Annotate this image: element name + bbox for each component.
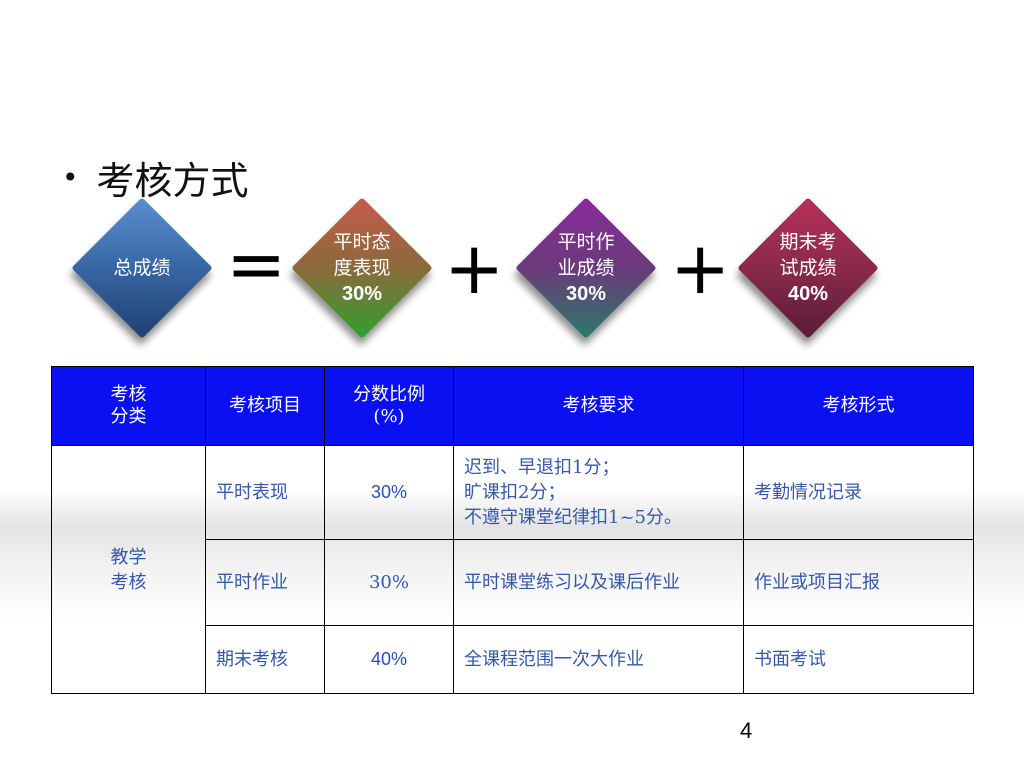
final-line2: 试成绩 (779, 257, 837, 279)
page-number: 4 (740, 718, 753, 743)
plus-sign-1: + (444, 226, 505, 310)
table-row: 教学 考核 平时表现 30% 迟到、早退扣1分； 旷课扣2分； 不遵守课堂纪律扣… (51, 445, 974, 694)
homework-line2: 业成绩 (557, 257, 615, 279)
header-ratio: 分数比例 (%) (324, 366, 454, 446)
header-category: 考核 分类 (51, 366, 206, 446)
bullet-icon: • (62, 161, 79, 194)
homework-percent: 30% (565, 283, 607, 305)
item-cell: 平时表现 (205, 445, 325, 540)
final-line1: 期末考 (779, 231, 837, 253)
item-cell: 期末考核 (205, 625, 325, 694)
table-header-row: 考核 分类 考核项目 分数比例 (%) 考核要求 考核形式 (51, 366, 974, 446)
header-form: 考核形式 (743, 366, 974, 446)
attitude-percent: 30% (341, 283, 383, 305)
category-cell: 教学 考核 (51, 445, 206, 694)
total-score-diamond: 总成绩 (67, 193, 217, 343)
assessment-table: 考核 分类 考核项目 分数比例 (%) 考核要求 考核形式 教学 考核 平时表现… (51, 366, 974, 694)
plus-sign-2: + (670, 226, 731, 310)
table-row: 期末考核 40% 全课程范围一次大作业 书面考试 (52, 625, 974, 694)
final-exam-score-diamond: 期末考 试成绩 40% (733, 193, 883, 343)
slide-heading: • 考核方式 (62, 150, 249, 205)
attitude-line1: 平时态 (333, 231, 391, 253)
requirement-cell: 平时课堂练习以及课后作业 (453, 539, 744, 626)
header-requirement: 考核要求 (453, 366, 744, 446)
form-cell: 考勤情况记录 (743, 445, 974, 540)
ratio-cell: 30% (324, 539, 454, 626)
attitude-line2: 度表现 (333, 257, 391, 279)
form-cell: 书面考试 (743, 625, 974, 694)
ratio-cell: 40% (324, 625, 454, 694)
header-item: 考核项目 (205, 366, 325, 446)
homework-score-diamond: 平时作 业成绩 30% (511, 193, 661, 343)
ratio-cell: 30% (324, 445, 454, 540)
heading-text: 考核方式 (96, 159, 249, 203)
requirement-cell: 全课程范围一次大作业 (453, 625, 744, 694)
item-cell: 平时作业 (205, 539, 325, 626)
equals-sign: = (226, 222, 287, 306)
homework-line1: 平时作 (557, 231, 615, 253)
requirement-cell: 迟到、早退扣1分； 旷课扣2分； 不遵守课堂纪律扣1~5分。 (453, 445, 744, 540)
attitude-score-diamond: 平时态 度表现 30% (287, 193, 437, 343)
table-row: 平时作业 30% 平时课堂练习以及课后作业 作业或项目汇报 (52, 539, 974, 626)
form-cell: 作业或项目汇报 (743, 539, 974, 626)
final-percent: 40% (787, 283, 829, 305)
total-label: 总成绩 (113, 257, 171, 279)
